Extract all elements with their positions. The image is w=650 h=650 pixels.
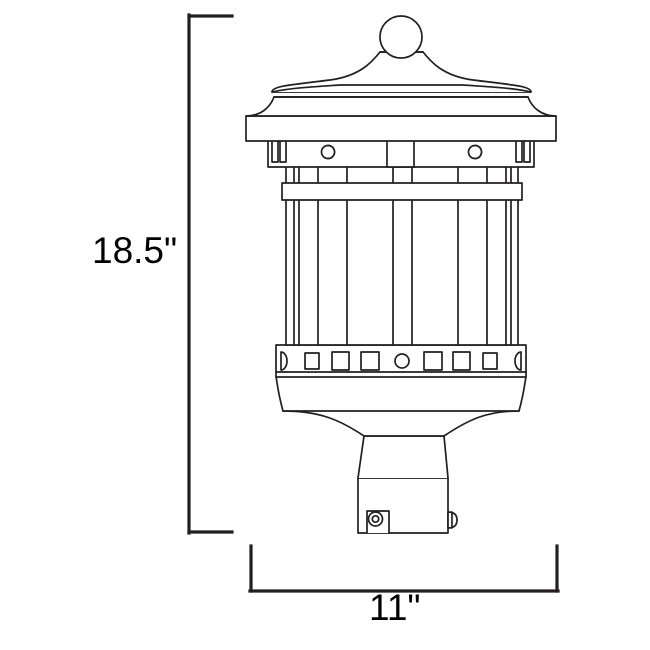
- rivet-right-highlight: [474, 144, 483, 160]
- skirt-square-3: [360, 351, 380, 371]
- base-flare: [282, 410, 520, 437]
- finial-ball: [379, 15, 423, 59]
- top-cap-band: [245, 115, 557, 142]
- roof-collar: [245, 96, 557, 117]
- height-dimension-line: [187, 13, 234, 535]
- corner-post-stub-right-a: [515, 139, 523, 163]
- skirt-lower-moulding: [275, 375, 527, 412]
- roof-dome-ridge: [271, 84, 532, 93]
- height-dimension-label: 18.5": [92, 230, 178, 271]
- upper-band-center-panel: [386, 139, 415, 168]
- skirt-edge-oval-right: [514, 351, 522, 371]
- width-dimension-label: 11": [369, 587, 421, 628]
- skirt-square-6: [482, 352, 498, 370]
- rivet-left-highlight: [327, 144, 336, 160]
- skirt-square-5: [452, 351, 471, 371]
- skirt-square-1: [304, 352, 320, 370]
- corner-post-stub-right-b: [523, 139, 531, 163]
- skirt-edge-oval-left: [280, 351, 288, 371]
- skirt-center-circle: [394, 353, 410, 369]
- set-screw-left-center: [371, 514, 380, 524]
- width-dimension-line: [248, 544, 560, 593]
- lantern-fixture: [245, 15, 557, 534]
- corner-post-stub-left-b: [279, 139, 287, 163]
- skirt-square-4: [423, 351, 443, 371]
- corner-post-stub-left-a: [271, 139, 279, 163]
- skirt-square-2: [331, 351, 350, 371]
- base-stem: [357, 435, 449, 479]
- horizontal-crossbar: [281, 182, 523, 201]
